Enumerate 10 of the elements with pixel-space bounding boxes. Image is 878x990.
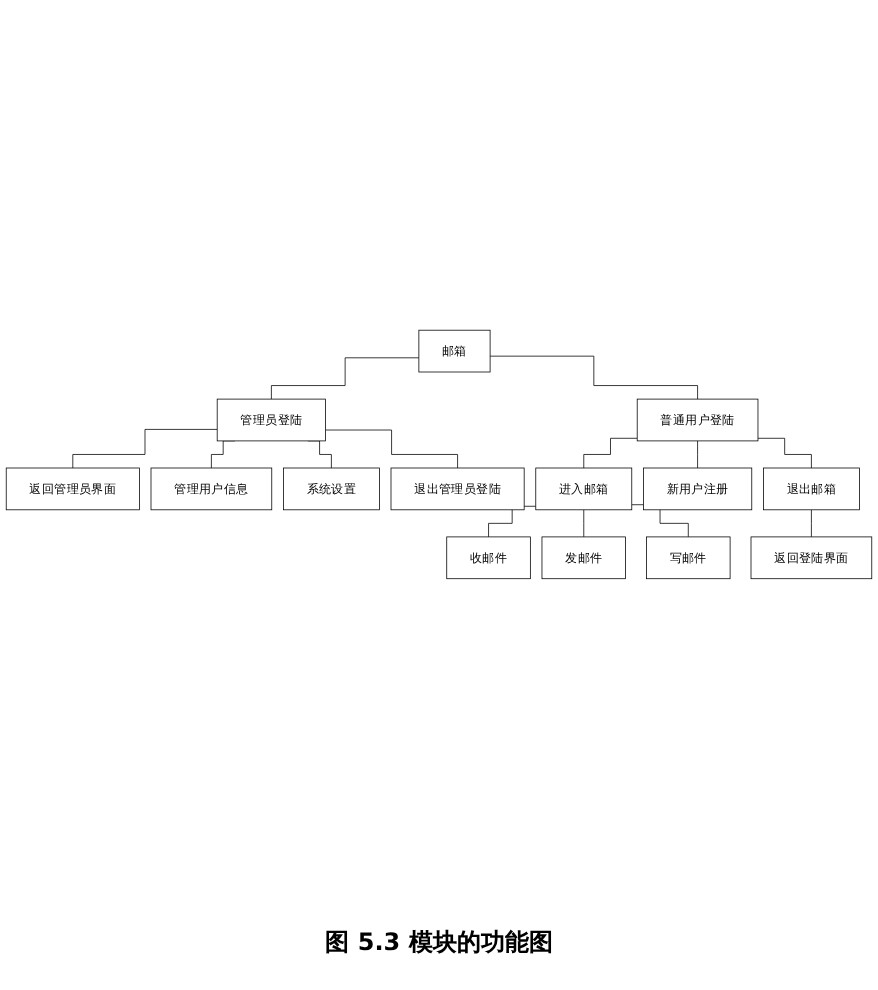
connector bbox=[583, 438, 638, 469]
connector bbox=[757, 438, 812, 469]
connector bbox=[325, 430, 458, 469]
connector bbox=[697, 441, 698, 469]
connector bbox=[583, 509, 585, 538]
connector bbox=[72, 429, 218, 469]
connector bbox=[271, 357, 420, 400]
connector bbox=[489, 356, 698, 400]
caption: 图 5.3 模块的功能图 bbox=[323, 926, 555, 960]
connector bbox=[811, 509, 812, 538]
